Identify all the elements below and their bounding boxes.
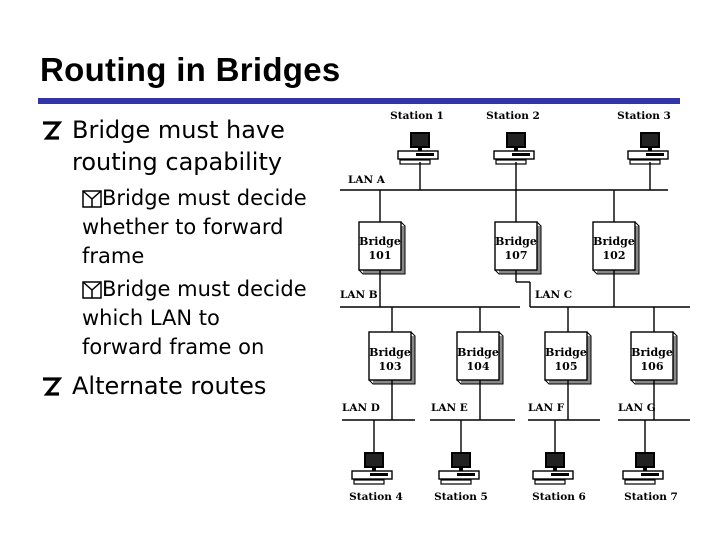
lan-c-label: LAN C [535, 289, 572, 301]
bullet-text-line: frame [82, 244, 145, 268]
slide-title: Routing in Bridges [40, 51, 341, 88]
svg-text:Bridge: Bridge [457, 346, 499, 359]
bridge-101: Bridge 101 [358, 221, 406, 275]
computer-icon [532, 451, 574, 485]
lan-f-label: LAN F [528, 402, 565, 414]
svg-text:Bridge: Bridge [545, 346, 587, 359]
bullet-text-line: forward frame on [82, 335, 265, 359]
svg-text:106: 106 [641, 360, 664, 373]
lan-d-label: LAN D [342, 402, 380, 414]
z-bullet-icon [43, 377, 62, 396]
y-bullet-icon [82, 190, 102, 208]
svg-text:105: 105 [555, 360, 578, 373]
bridge-104: Bridge 104 [456, 331, 504, 385]
svg-text:101: 101 [369, 249, 392, 262]
sub-bullet-item: Bridge must decide whether to forward fr… [40, 184, 340, 271]
bullet-text-line: Alternate routes [72, 372, 267, 400]
bridge-107: Bridge 107 [494, 221, 542, 275]
bridge-105: Bridge 105 [544, 331, 592, 385]
computer-icon [622, 451, 664, 485]
bullet-item: Bridge must have routing capability [40, 114, 340, 178]
svg-text:Bridge: Bridge [369, 346, 411, 359]
computer-icon [627, 131, 669, 165]
computer-icon [397, 131, 439, 165]
station-5-label: Station 5 [434, 491, 488, 503]
svg-text:Bridge: Bridge [495, 235, 537, 248]
sub-bullet-item: Bridge must decide which LAN to forward … [40, 275, 340, 362]
station-7-label: Station 7 [624, 491, 678, 503]
svg-text:107: 107 [505, 249, 528, 262]
svg-text:Bridge: Bridge [359, 235, 401, 248]
bullet-text-line: whether to forward [82, 215, 284, 239]
bridge-106: Bridge 106 [630, 331, 678, 385]
bullet-list: Bridge must have routing capability Brid… [40, 114, 340, 408]
station-1-label: Station 1 [390, 110, 444, 122]
svg-text:102: 102 [603, 249, 626, 262]
z-bullet-icon [43, 121, 62, 140]
svg-text:103: 103 [379, 360, 402, 373]
station-3-label: Station 3 [617, 110, 671, 122]
bullet-text-line: Bridge must decide [102, 277, 307, 301]
bullet-text-line: which LAN to [82, 306, 220, 330]
computer-icon [351, 451, 393, 485]
lan-g-label: LAN G [618, 402, 656, 414]
computer-icon [438, 451, 480, 485]
lan-e-label: LAN E [431, 402, 468, 414]
y-bullet-icon [82, 281, 102, 299]
bullet-text-line: Bridge must have [72, 116, 285, 144]
bullet-item: Alternate routes [40, 370, 340, 402]
bridge-102: Bridge 102 [592, 221, 640, 275]
lan-a-label: LAN A [348, 174, 386, 186]
network-diagram: Station 1 Station 2 Station 3 LAN A Brid… [340, 110, 690, 503]
station-4-label: Station 4 [349, 491, 403, 503]
lan-b-label: LAN B [340, 289, 378, 301]
station-6-label: Station 6 [532, 491, 586, 503]
svg-text:104: 104 [467, 360, 490, 373]
bridge-103: Bridge 103 [368, 331, 416, 385]
bullet-text-line: routing capability [72, 148, 283, 176]
bullet-text-line: Bridge must decide [102, 186, 307, 210]
station-2-label: Station 2 [486, 110, 540, 122]
computer-icon [493, 131, 535, 165]
svg-text:Bridge: Bridge [631, 346, 673, 359]
title-underline [38, 98, 680, 104]
svg-text:Bridge: Bridge [593, 235, 635, 248]
